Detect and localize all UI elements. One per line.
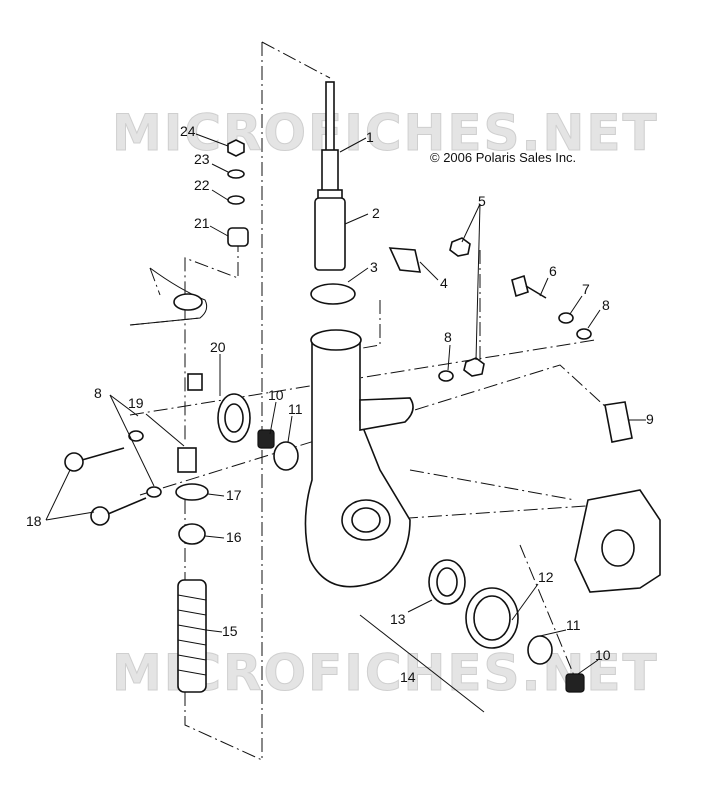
ring-part-11-upper [273,441,299,471]
washer-part-8-center [438,370,454,382]
callout-19: 19 [128,395,144,411]
watermark-top: MICROFICHES.NET [112,104,659,162]
washer-part-3 [310,283,356,305]
washer-part-23 [227,169,245,179]
callout-10-lower: 10 [595,647,611,663]
washer-part-8-left-upper [128,430,144,442]
bearing-part-10-upper [257,429,275,449]
fitting-part-19 [177,447,197,473]
washer-part-17 [175,483,209,501]
callout-14: 14 [400,669,416,685]
callout-13: 13 [390,611,406,627]
callout-labels: 1 2 3 4 5 6 7 8 9 10 11 12 13 14 15 16 1… [26,123,654,685]
callout-11-lower: 11 [566,617,581,633]
callout-16: 16 [226,529,242,545]
callout-8-right: 8 [602,297,610,313]
spring-part-15 [177,579,207,693]
callout-18: 18 [26,513,42,529]
callout-8-center: 8 [444,329,452,345]
callout-22: 22 [194,177,210,193]
spindle-housing [304,329,414,588]
caliper-assembly [574,489,661,593]
callout-10-upper: 10 [268,387,284,403]
callout-15: 15 [222,623,238,639]
ring-part-12-inner [473,595,511,641]
bolt-part-18-upper [64,447,125,472]
callout-24: 24 [180,123,196,139]
seal-part-20-inner [224,403,244,433]
callout-21: 21 [194,215,210,231]
callout-12: 12 [538,569,554,585]
bracket-part-4 [388,247,422,273]
callout-8-left: 8 [94,385,102,401]
nut-part-5-upper [449,237,471,257]
callout-20: 20 [210,339,226,355]
callout-17: 17 [226,487,242,503]
callout-5: 5 [478,193,486,209]
callout-9: 9 [646,411,654,427]
ring-part-11-lower [527,635,553,665]
bolt-part-18-lower [90,497,147,526]
nut-part-16 [178,523,206,545]
bushing-part-21 [227,227,249,247]
washer-part-8-right [576,328,592,340]
bolt-part-6 [511,274,547,299]
fitting-part-20-upper [187,373,203,391]
callout-3: 3 [370,259,378,275]
seal-part-13-inner [436,567,458,597]
leader-lines [45,133,646,675]
callout-1: 1 [366,129,374,145]
washer-part-8-left-lower [146,486,162,498]
tube-part-2 [314,197,346,271]
nut-part-24 [227,139,245,157]
callout-2: 2 [372,205,380,221]
a-arm-bushing [173,293,203,311]
washer-part-7 [558,312,574,324]
washer-part-22 [227,195,245,205]
callout-4: 4 [440,275,448,291]
part-14-bracket-line [359,614,485,713]
callout-11-upper: 11 [288,401,303,417]
block-part-9 [604,401,633,443]
bearing-part-10-lower [565,673,585,693]
callout-6: 6 [549,263,557,279]
copyright-text: © 2006 Polaris Sales Inc. [430,150,576,165]
callout-7: 7 [582,281,590,297]
callout-23: 23 [194,151,210,167]
a-arm-outline [129,267,208,326]
